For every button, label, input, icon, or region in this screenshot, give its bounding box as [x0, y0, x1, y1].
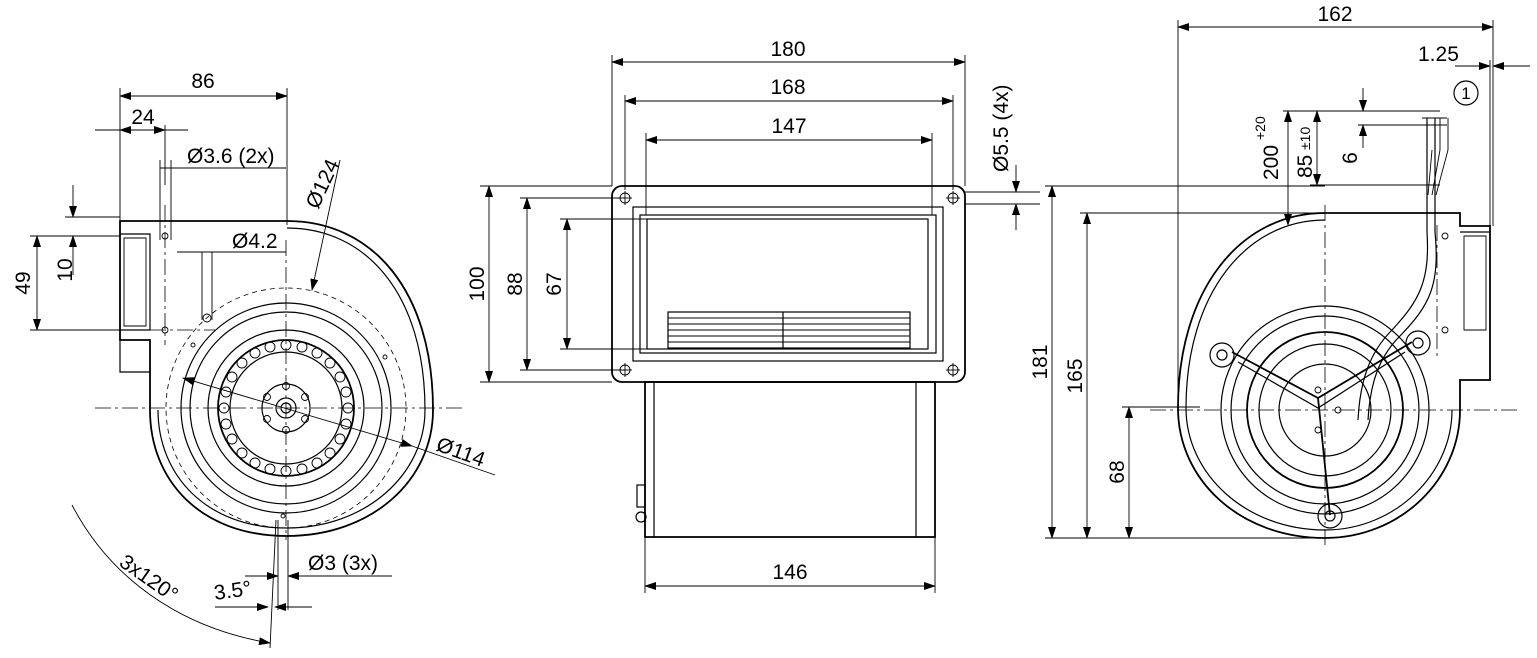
dim-hole-4-2: Ø4.2	[232, 230, 278, 253]
motor-bracket	[1209, 330, 1431, 529]
dim-10: 10	[54, 258, 77, 281]
rear-view: 162 1.25 1 200 +20 85 ±10 6	[1029, 3, 1530, 545]
cable	[1357, 117, 1449, 421]
dim-147: 147	[771, 115, 806, 138]
dim-dia-114: Ø114	[433, 433, 488, 472]
side-view-housing	[119, 220, 434, 537]
dim-180: 180	[770, 38, 805, 61]
dim-angle-120: 3x120°	[115, 550, 182, 606]
dim-162: 162	[1317, 3, 1352, 26]
dim-1-25: 1.25	[1418, 43, 1459, 66]
dim-hole-5-5: Ø5.5 (4x)	[990, 84, 1013, 172]
dim-165: 165	[1064, 358, 1087, 393]
dim-angle-3-5: 3.5°	[212, 577, 252, 605]
dim-88: 88	[504, 272, 527, 295]
dim-hole-3-6: Ø3.6 (2x)	[187, 145, 275, 168]
front-view: 180 168 147 Ø5.5 (4x) 100	[466, 38, 1040, 593]
rear-view-centerlines	[1150, 205, 1520, 545]
front-view-dimensions: 180 168 147 Ø5.5 (4x) 100	[466, 38, 1040, 593]
dim-68: 68	[1106, 460, 1129, 483]
dim-200-tol: +20	[1252, 116, 1268, 140]
dim-6: 6	[1339, 152, 1362, 164]
dim-100: 100	[466, 266, 489, 301]
rear-view-housing	[1177, 212, 1491, 539]
front-view-impeller	[667, 311, 911, 349]
dim-85-tol: ±10	[1297, 127, 1313, 150]
dim-85: 85	[1294, 155, 1317, 178]
dim-49: 49	[12, 271, 35, 294]
front-view-flange	[611, 185, 966, 383]
dim-146: 146	[772, 561, 807, 584]
dim-181: 181	[1029, 344, 1052, 379]
dim-24: 24	[131, 106, 155, 129]
side-view-dimensions: 86 24 Ø3.6 (2x) Ø124 Ø4.2 49	[12, 70, 496, 649]
dim-168: 168	[770, 76, 805, 99]
side-view: 86 24 Ø3.6 (2x) Ø124 Ø4.2 49	[12, 70, 496, 649]
rear-view-dimensions: 162 1.25 1 200 +20 85 ±10 6	[1029, 3, 1530, 539]
dim-86: 86	[191, 70, 214, 93]
front-view-motor-body	[635, 381, 936, 538]
dim-67: 67	[543, 272, 566, 295]
dim-200: 200	[1260, 145, 1283, 180]
dim-hole-3: Ø3 (3x)	[308, 552, 378, 575]
callout-1: 1	[1461, 84, 1470, 103]
dim-dia-124: Ø124	[302, 156, 345, 213]
